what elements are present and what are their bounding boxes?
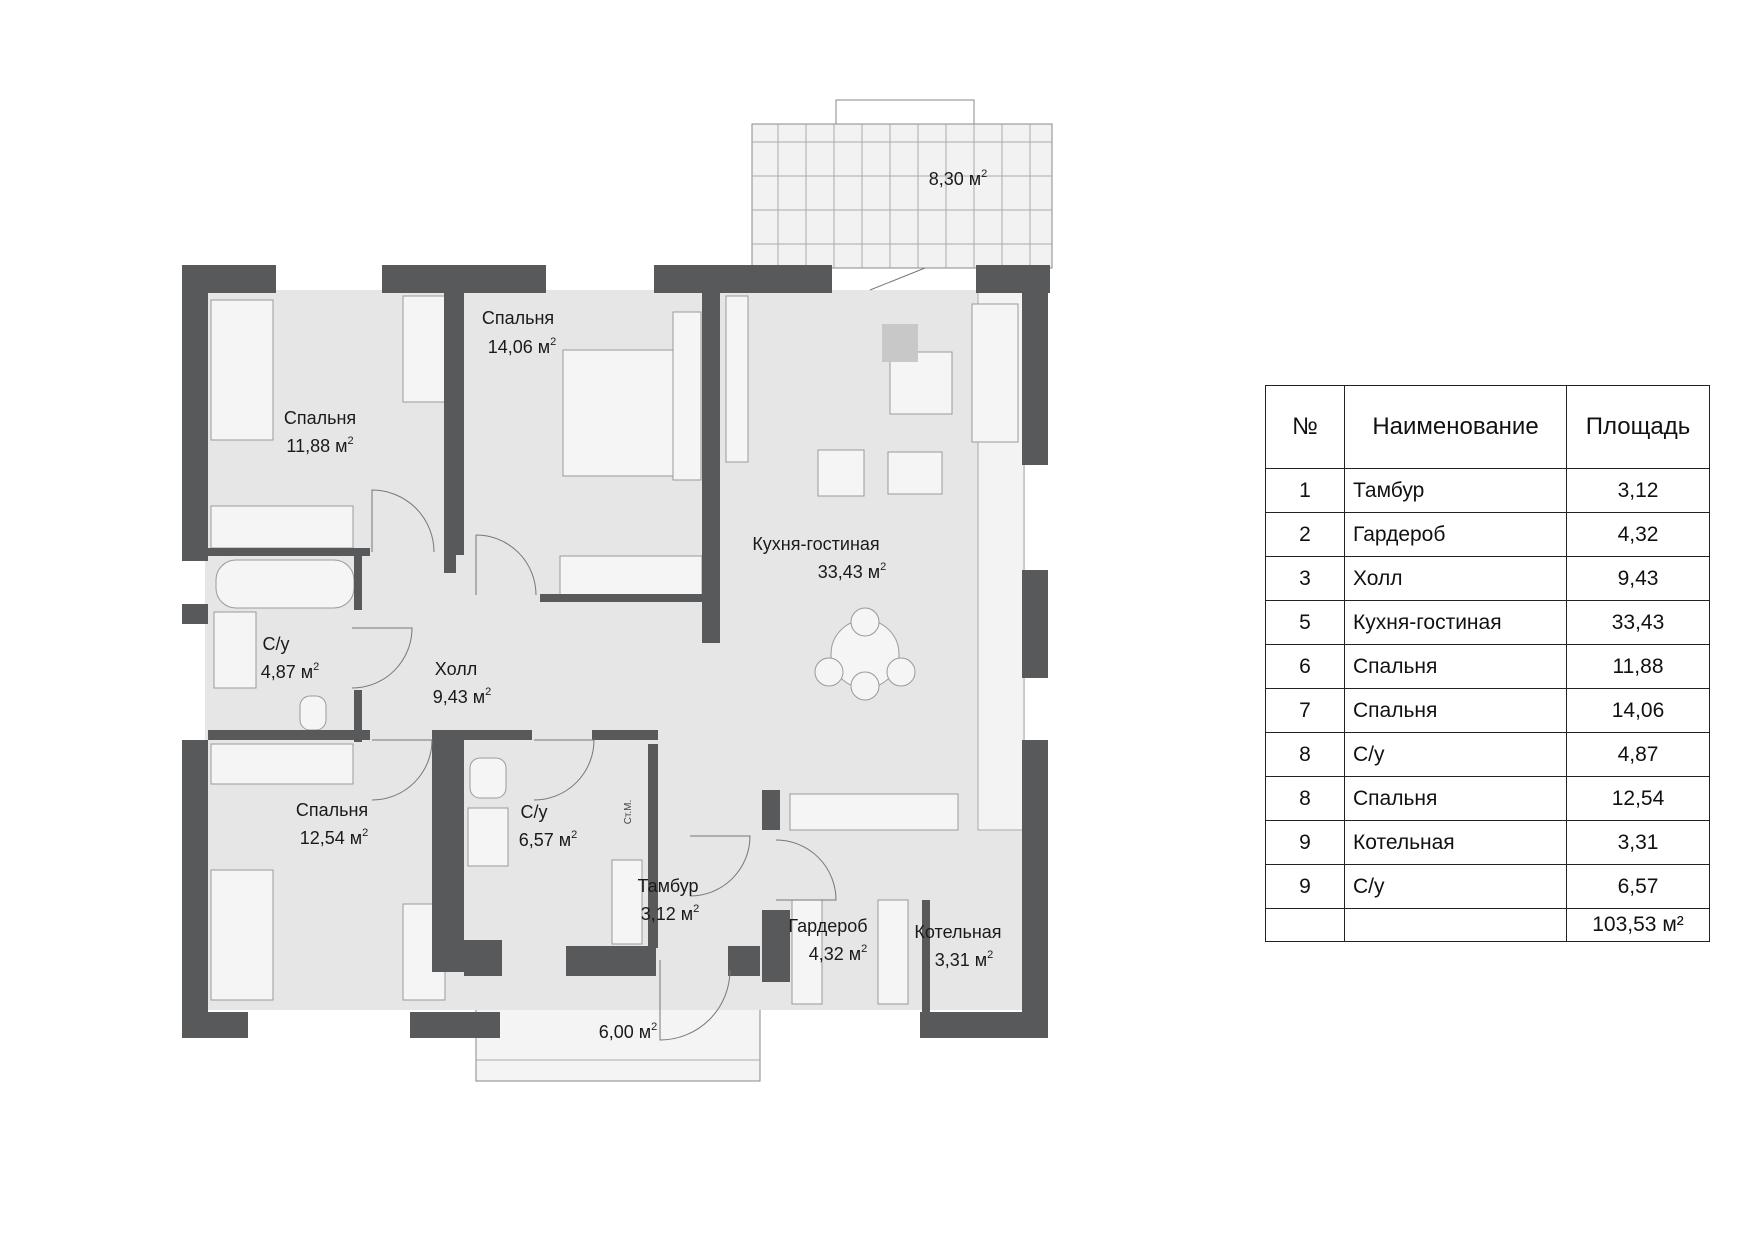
area-bedroom-tc: 14,06 м: [488, 337, 550, 357]
svg-text:4,32 м2: 4,32 м2: [809, 943, 868, 964]
table-total-row: 103,53 м²: [1265, 908, 1710, 942]
svg-text:11,88 м2: 11,88 м2: [286, 435, 353, 456]
label-bedroom-tl: Спальня: [284, 408, 356, 428]
svg-text:8,30 м2: 8,30 м2: [929, 168, 988, 189]
svg-text:4,87 м2: 4,87 м2: [261, 661, 320, 682]
label-kitchen: Кухня-гостиная: [752, 534, 879, 554]
svg-text:3,12 м2: 3,12 м2: [641, 903, 700, 924]
label-bedroom-bl: Спальня: [296, 800, 368, 820]
table-header-row: № Наименование Площадь: [1265, 385, 1710, 469]
total-area: 103,53 м²: [1566, 908, 1710, 942]
terrace-top: [751, 99, 1053, 269]
door-swings: [351, 267, 926, 1041]
label-hall: Холл: [435, 659, 477, 679]
area-bath-c: 6,57 м: [519, 830, 571, 850]
shower-tag: Ст.М.: [623, 800, 634, 825]
area-boiler: 3,31 м: [935, 950, 987, 970]
header-name: Наименование: [1344, 385, 1567, 469]
area-bath-l: 4,87 м: [261, 662, 313, 682]
area-vestibule: 3,12 м: [641, 904, 693, 924]
area-porch-bottom: 6,00 м: [599, 1022, 651, 1042]
area-bedroom-bl: 12,54 м: [300, 828, 362, 848]
label-boiler: Котельная: [914, 922, 1001, 942]
label-bedroom-tc: Спальня: [482, 308, 554, 328]
furniture: [210, 295, 1019, 1005]
svg-text:3,31 м2: 3,31 м2: [935, 949, 994, 970]
area-wardrobe: 4,32 м: [809, 944, 861, 964]
label-bath-l: С/у: [263, 634, 290, 654]
walls: [182, 265, 1050, 1038]
svg-text:6,57 м2: 6,57 м2: [519, 829, 578, 850]
room-labels: Спальня 11,88 м2 Спальня 14,06 м2 Кухня-…: [261, 168, 1002, 1042]
svg-text:9,43 м2: 9,43 м2: [433, 686, 492, 707]
area-kitchen: 33,43 м: [818, 562, 880, 582]
svg-text:14,06 м2: 14,06 м2: [488, 336, 557, 357]
area-hall: 9,43 м: [433, 687, 485, 707]
label-wardrobe: Гардероб: [788, 916, 867, 936]
header-num: №: [1265, 385, 1345, 469]
header-area: Площадь: [1566, 385, 1710, 469]
area-terrace-top: 8,30 м: [929, 169, 981, 189]
svg-text:6,00 м2: 6,00 м2: [599, 1021, 658, 1042]
area-bedroom-tl: 11,88 м: [286, 436, 347, 456]
label-vestibule: Тамбур: [637, 876, 698, 896]
svg-text:33,43 м2: 33,43 м2: [818, 561, 887, 582]
svg-text:12,54 м2: 12,54 м2: [300, 827, 369, 848]
label-bath-c: С/у: [521, 802, 548, 822]
